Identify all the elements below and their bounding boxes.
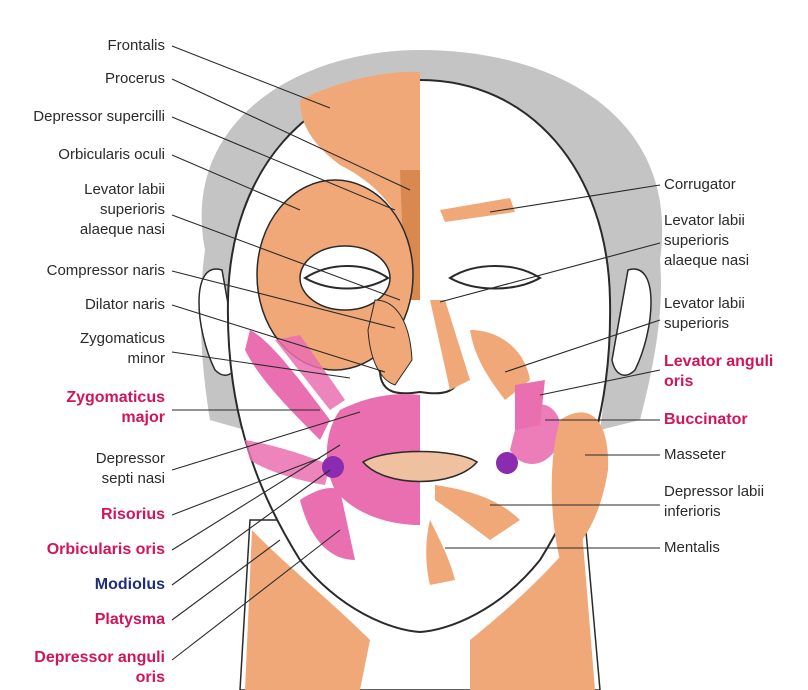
label-depressor-supercilii: Depressor supercilli	[33, 107, 165, 127]
modiolus-right	[496, 452, 518, 474]
label-risorius: Risorius	[101, 505, 165, 525]
label-buccinator: Buccinator	[664, 410, 748, 430]
label-frontalis: Frontalis	[107, 36, 165, 56]
label-depressor-septi-nasi: Depressor septi nasi	[96, 449, 165, 489]
label-levator-anguli-oris: Levator anguli oris	[664, 352, 773, 392]
modiolus-left	[322, 456, 344, 478]
label-orbicularis-oculi: Orbicularis oculi	[58, 145, 165, 165]
label-compressor-naris: Compressor naris	[47, 261, 165, 281]
masseter-muscle	[552, 412, 608, 560]
label-depressor-labii-inferioris: Depressor labii inferioris	[664, 482, 764, 522]
label-dilator-naris: Dilator naris	[85, 295, 165, 315]
label-procerus: Procerus	[105, 69, 165, 89]
label-depressor-anguli-oris: Depressor anguli oris	[34, 648, 165, 688]
label-corrugator: Corrugator	[664, 175, 736, 195]
label-zygomaticus-major: Zygomaticus major	[66, 388, 165, 428]
label-orbicularis-oris: Orbicularis oris	[47, 540, 165, 560]
label-zygomaticus-minor: Zygomaticus minor	[80, 329, 165, 369]
label-levator-labii-superioris: Levator labii superioris	[664, 294, 745, 334]
label-mentalis: Mentalis	[664, 538, 720, 558]
label-levator-labii-alaeque-right: Levator labii superioris alaeque nasi	[664, 211, 749, 271]
label-platysma: Platysma	[95, 610, 165, 630]
label-masseter: Masseter	[664, 445, 726, 465]
label-levator-labii-alaeque-left: Levator labii superioris alaeque nasi	[80, 180, 165, 240]
label-modiolus: Modiolus	[95, 575, 165, 595]
